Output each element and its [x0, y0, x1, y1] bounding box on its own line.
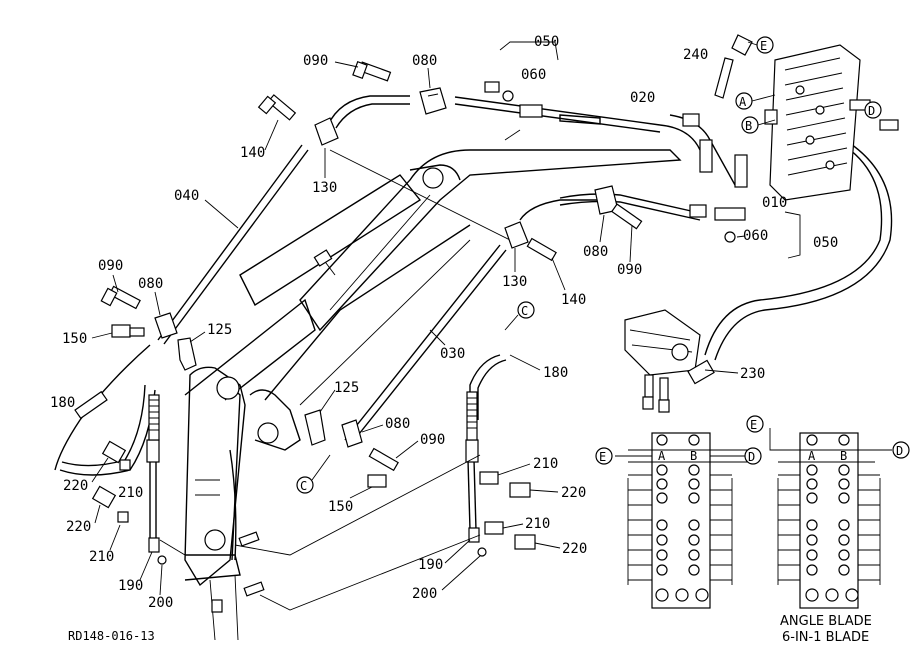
callout-190-right: 190	[418, 557, 443, 573]
clamp-080-top	[419, 87, 447, 115]
callout-210-b: 210	[89, 549, 114, 565]
callout-090: 090	[303, 53, 328, 69]
fitting-060-top	[484, 81, 543, 118]
hose-190-right	[465, 391, 487, 557]
drawing-id: RD148-016-13	[68, 629, 155, 643]
port-d-label-top: D	[868, 104, 875, 118]
pipe-010	[559, 193, 701, 221]
fitting-060-mid	[689, 204, 746, 243]
callout-labels: 090 080 050 060 020 240 140 130 040 090 …	[50, 34, 838, 611]
callout-210-right-b: 210	[525, 516, 550, 532]
callout-090-lower: 090	[420, 432, 445, 448]
callout-190: 190	[118, 578, 143, 594]
bolt-090-mid	[611, 203, 643, 230]
callout-090-left: 090	[98, 258, 123, 274]
callout-150-lower: 150	[328, 499, 353, 515]
fitting-150-lower	[367, 474, 387, 488]
callout-140-mid: 140	[561, 292, 586, 308]
callout-030: 030	[440, 346, 465, 362]
callout-125-lower: 125	[334, 380, 359, 396]
callout-010: 010	[762, 195, 787, 211]
port-e-label-top: E	[760, 39, 767, 53]
fittings-210-220-left	[91, 440, 131, 523]
callout-200-right: 200	[412, 586, 437, 602]
pipe-020	[454, 96, 661, 133]
port-d-label-schem2: D	[896, 444, 903, 458]
aux-valve-230	[624, 309, 715, 413]
port-b-label-schem1: B	[690, 449, 697, 463]
bolt-140-top	[257, 94, 297, 121]
callout-080: 080	[412, 53, 437, 69]
callout-180-right: 180	[543, 365, 568, 381]
callout-150: 150	[62, 331, 87, 347]
clamp-080-left	[154, 312, 178, 339]
callout-020: 020	[630, 90, 655, 106]
caption-angle-blade: ANGLE BLADE	[780, 614, 872, 629]
callout-060-mid: 060	[743, 228, 768, 244]
pipe-040	[157, 144, 309, 345]
port-c-label-mid: C	[521, 304, 528, 318]
port-e-label-schem2: E	[750, 418, 757, 432]
callout-220: 220	[63, 478, 88, 494]
bracket-125-left	[177, 337, 197, 371]
fitting-150-left	[111, 324, 145, 338]
clamp-080-lower	[341, 419, 363, 448]
callout-130: 130	[312, 180, 337, 196]
port-c-label-lower: C	[300, 479, 307, 493]
port-d-label-schem1: D	[748, 450, 755, 464]
callout-130-mid: 130	[502, 274, 527, 290]
callout-125: 125	[207, 322, 232, 338]
callout-200: 200	[148, 595, 173, 611]
caption-6in1-blade: 6-IN-1 BLADE	[782, 630, 869, 645]
callout-040: 040	[174, 188, 199, 204]
port-markers: E A B D C C E D A B E D A B	[296, 36, 910, 494]
port-a-label-top: A	[739, 95, 747, 109]
callout-240: 240	[683, 47, 708, 63]
callout-080-lower: 080	[385, 416, 410, 432]
bolt-090-left	[100, 285, 141, 310]
callout-220-right: 220	[561, 485, 586, 501]
clamp-130-top	[314, 117, 339, 146]
port-e-label-schem1: E	[599, 450, 606, 464]
port-b-label-schem2: B	[840, 449, 847, 463]
bolt-090-top	[352, 60, 392, 82]
valve-schematic-right	[769, 428, 892, 609]
port-a-label-schem2: A	[808, 449, 816, 463]
callout-050-mid: 050	[813, 235, 838, 251]
bolt-140-mid	[526, 237, 557, 262]
callout-080-mid: 080	[583, 244, 608, 260]
callout-090-mid: 090	[617, 262, 642, 278]
port-a-label-schem1: A	[658, 449, 666, 463]
bracket-125-lower	[304, 409, 326, 446]
fittings-210-220-right	[479, 471, 536, 550]
callout-230: 230	[740, 366, 765, 382]
valve-schematic-left	[615, 432, 752, 609]
pipe-030	[344, 244, 507, 445]
clamp-130-mid	[504, 221, 529, 249]
fittings-ab-valve	[682, 113, 748, 188]
port-b-label-top: B	[745, 119, 752, 133]
hose-190-left	[146, 394, 167, 565]
callout-210-right: 210	[533, 456, 558, 472]
callout-220-right-b: 220	[562, 541, 587, 557]
callout-080-left: 080	[138, 276, 163, 292]
fitting-240	[714, 34, 753, 99]
callout-060: 060	[521, 67, 546, 83]
boom-assembly	[184, 149, 682, 641]
bolt-090-lower	[368, 447, 399, 472]
leader-lines	[159, 129, 521, 611]
callout-180: 180	[50, 395, 75, 411]
callout-140: 140	[240, 145, 265, 161]
hose-upper	[327, 95, 600, 221]
control-valve-bank	[764, 44, 899, 201]
callout-210: 210	[118, 485, 143, 501]
hose-180-right	[469, 354, 507, 420]
callout-220-b: 220	[66, 519, 91, 535]
